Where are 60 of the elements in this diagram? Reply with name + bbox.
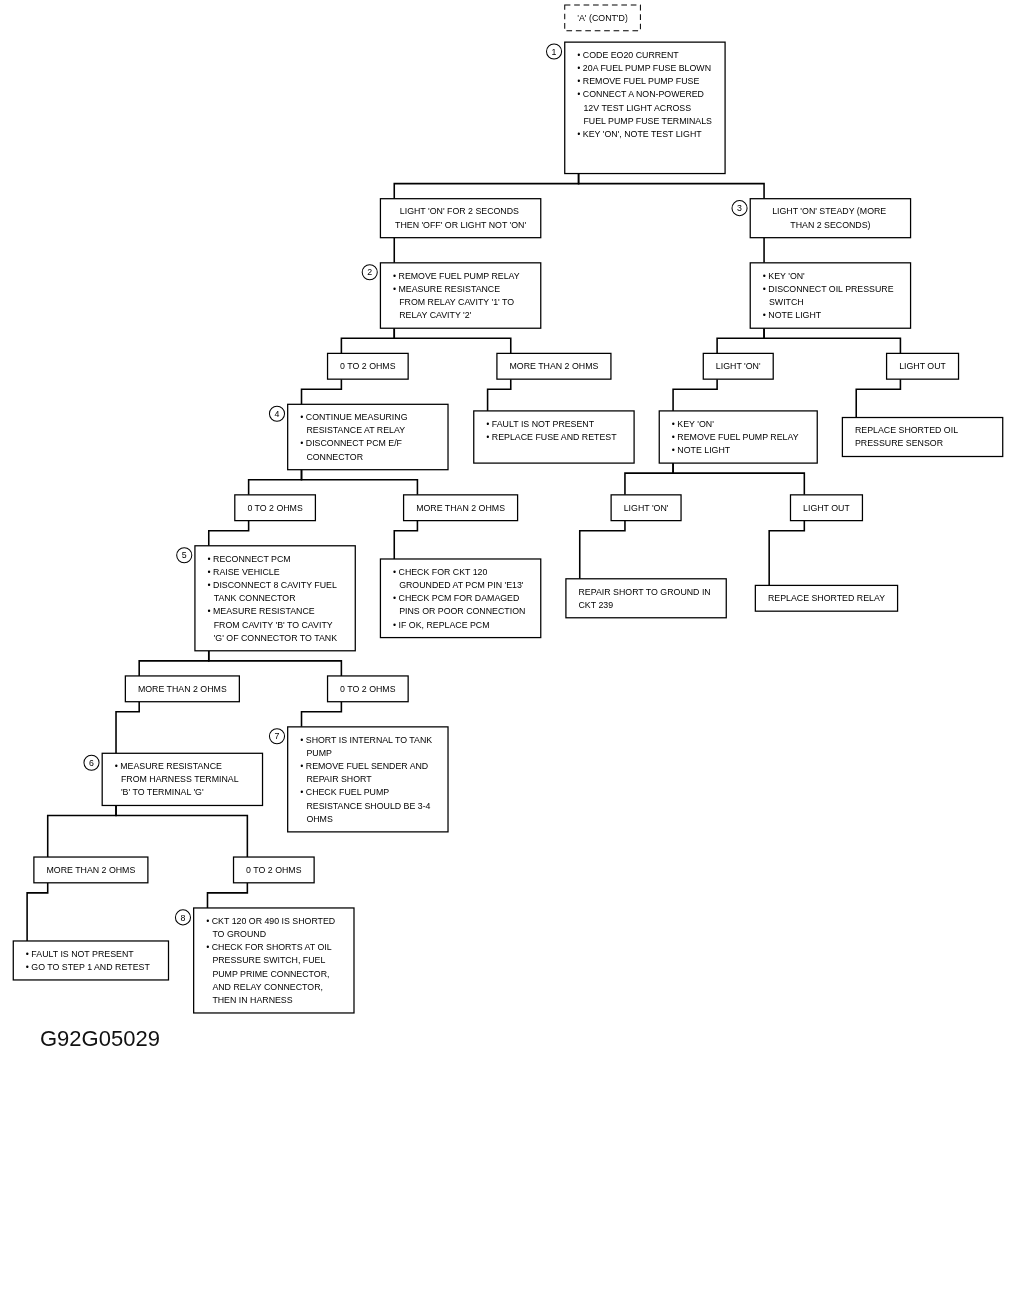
- node-box: LIGHT 'ON' STEADY (MORE THAN 2 SECONDS): [749, 198, 912, 239]
- connector: [300, 468, 419, 496]
- callout-number: 4: [268, 405, 286, 422]
- connector: [115, 700, 140, 755]
- node-box: • CONTINUE MEASURING RESISTANCE AT RELAY • DISCONNECT PCM E/F CONNECTOR: [287, 403, 449, 471]
- connector: [206, 882, 249, 909]
- node-box: MORE THAN 2 OHMS: [33, 856, 149, 884]
- node-box: REPLACE SHORTED OIL PRESSURE SENSOR: [841, 416, 1004, 458]
- connector: [26, 882, 49, 942]
- node-box: • CODE EO20 CURRENT • 20A FUEL PUMP FUSE BLOWN • REMOVE FUEL PUMP FUSE • CONNECT A NON-POWERED 12V TEST LIGHT ACROSS FUEL PUMP FUSE TERMINALS • KEY 'ON', NOTE TEST LIGHT: [564, 41, 726, 175]
- node-box: • KEY 'ON' • REMOVE FUEL PUMP RELAY • NOTE LIGHT: [658, 410, 818, 464]
- connector: [672, 378, 718, 412]
- node-box: LIGHT OUT: [885, 352, 960, 380]
- node-box: • FAULT IS NOT PRESENT • REPLACE FUSE AND RETEST: [473, 410, 635, 464]
- node-box: • CKT 120 OR 490 IS SHORTED TO GROUND • CHECK FOR SHORTS AT OIL PRESSURE SWITCH, FUEL PUMP PRIME CONNECTOR, AND RELAY CONNECTOR, THEN IN HARNESS: [193, 907, 355, 1014]
- node-box: • REMOVE FUEL PUMP RELAY • MEASURE RESISTANCE FROM RELAY CAVITY '1' TO RELAY CAVITY '2': [379, 262, 542, 329]
- connector: [855, 378, 902, 419]
- node-box: 0 TO 2 OHMS: [326, 675, 409, 703]
- node-box: 'A' (CONT'D): [564, 4, 641, 32]
- connector: [115, 804, 249, 858]
- node-box: LIGHT 'ON' FOR 2 SECONDS THEN 'OFF' OR LIGHT NOT 'ON': [379, 198, 542, 239]
- callout-number: 7: [268, 728, 286, 745]
- node-box: REPLACE SHORTED RELAY: [754, 584, 899, 612]
- node-box: 0 TO 2 OHMS: [234, 494, 317, 522]
- node-box: MORE THAN 2 OHMS: [496, 352, 612, 380]
- node-box: LIGHT OUT: [789, 494, 864, 522]
- connector: [207, 519, 250, 547]
- node-box: MORE THAN 2 OHMS: [402, 494, 519, 522]
- callout-number: 2: [361, 264, 378, 281]
- node-box: LIGHT 'ON': [702, 352, 774, 380]
- connector: [300, 700, 343, 728]
- node-box: • KEY 'ON' • DISCONNECT OIL PRESSURE SWITCH • NOTE LIGHT: [749, 262, 912, 329]
- callout-number: 8: [174, 909, 191, 926]
- connector: [763, 327, 902, 355]
- connector: [577, 172, 765, 200]
- connector: [393, 519, 419, 560]
- node-box: • SHORT IS INTERNAL TO TANK PUMP • REMOVE FUEL SENDER AND REPAIR SHORT • CHECK FUEL PUMP RESISTANCE SHOULD BE 3-4 OHMS: [287, 726, 449, 833]
- connector: [300, 378, 343, 406]
- callout-number: 5: [176, 547, 193, 564]
- connector: [672, 462, 806, 496]
- node-box: REPAIR SHORT TO GROUND IN CKT 239: [565, 578, 727, 619]
- node-box: • FAULT IS NOT PRESENT • GO TO STEP 1 AND RETEST: [12, 940, 170, 981]
- connector: [486, 378, 512, 412]
- connector: [578, 519, 626, 580]
- callout-number: 6: [83, 754, 100, 771]
- node-box: 0 TO 2 OHMS: [326, 352, 409, 380]
- connector: [393, 327, 512, 355]
- node-box: • CHECK FOR CKT 120 GROUNDED AT PCM PIN 'E13' • CHECK PCM FOR DAMAGED PINS OR POOR CONNECTION • IF OK, REPLACE PCM: [379, 558, 542, 639]
- callout-number: 1: [546, 43, 563, 60]
- node-box: • RECONNECT PCM • RAISE VEHICLE • DISCONNECT 8 CAVITY FUEL TANK CONNECTOR • MEASURE RESISTANCE FROM CAVITY 'B' TO CAVITY 'G' OF CONNECTOR TO TANK: [194, 545, 356, 652]
- callout-number: 3: [731, 200, 748, 217]
- connector: [393, 236, 396, 264]
- connector: [207, 650, 343, 677]
- node-box: • MEASURE RESISTANCE FROM HARNESS TERMINAL 'B' TO TERMINAL 'G': [101, 752, 264, 807]
- connector: [763, 236, 765, 264]
- connector: [768, 519, 806, 587]
- node-box: MORE THAN 2 OHMS: [124, 675, 240, 703]
- node-box: 0 TO 2 OHMS: [232, 856, 315, 884]
- node-box: LIGHT 'ON': [610, 494, 682, 522]
- figure-code: G92G05029: [40, 1026, 160, 1053]
